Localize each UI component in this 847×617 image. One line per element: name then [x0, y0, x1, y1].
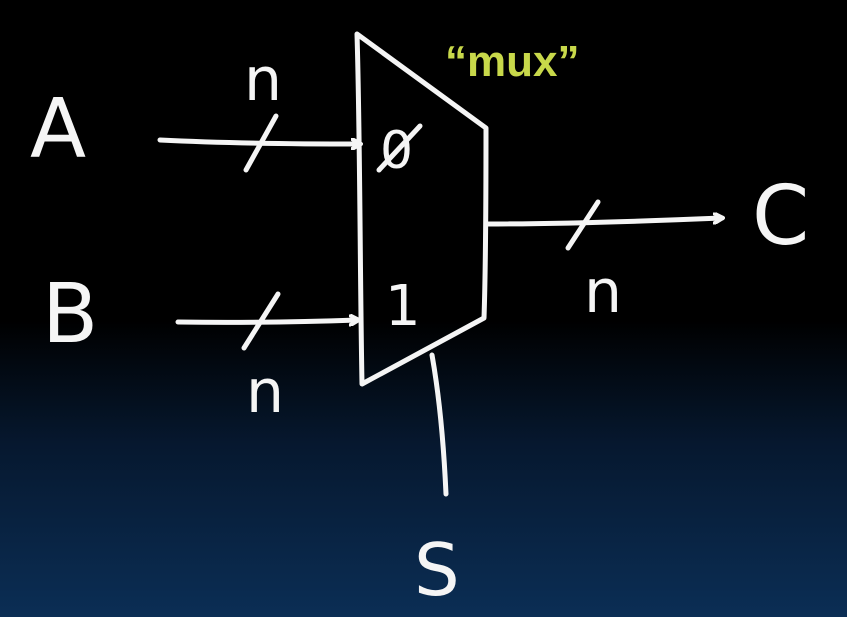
input-a-label: A: [30, 82, 86, 177]
input-b-width-label: n: [246, 357, 284, 427]
select-s-label: S: [414, 528, 460, 612]
output-c-bus-slash: [565, 199, 601, 251]
diagram-title: “mux”: [445, 37, 579, 86]
output-c-wire: [483, 218, 722, 227]
mux-port-1-label: 1: [385, 274, 421, 339]
input-b-label: B: [42, 267, 98, 362]
input-a-wire: [157, 137, 360, 144]
mux-port-0-slash: [376, 123, 423, 173]
input-a-width-label: n: [244, 45, 282, 115]
mux-body: [354, 31, 489, 387]
input-b-wire: [175, 320, 358, 322]
input-b-bus-slash: [241, 291, 281, 351]
output-c-label: C: [752, 169, 809, 264]
input-a-bus-slash: [243, 113, 279, 173]
output-c-width-label: n: [584, 257, 622, 327]
select-s-wire: [429, 352, 449, 497]
